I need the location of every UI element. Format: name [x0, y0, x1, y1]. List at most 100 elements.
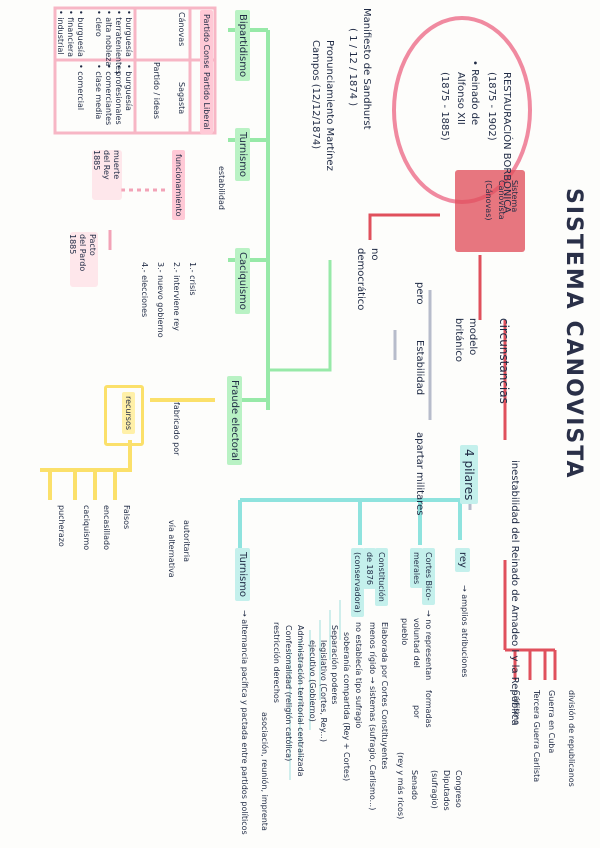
const-item-1: Elaborada por Cortes Constituyentes [380, 622, 389, 770]
pilares-label: 4 pilares [460, 445, 478, 505]
page-title: SISTEMA CANOVISTA [561, 188, 586, 480]
apartar-militares: apartar militares [414, 432, 425, 516]
caciquismo-green: Caciquismo [235, 248, 250, 314]
partido-ideas: Partido / ideas [152, 62, 161, 120]
democratico-label: democrático [355, 248, 366, 311]
congreso-label: Congreso [454, 770, 463, 808]
caciq-item-2: 2.- interviene rey [172, 262, 181, 331]
via-alternativa: vía alternativa [167, 520, 176, 578]
via-autoritaria: autoritaria [182, 520, 191, 562]
muerte-box [92, 150, 122, 200]
conservador-item-1: • burguesía [124, 10, 133, 57]
cortes-desc1: → no representan [424, 610, 433, 681]
constitucion-line2: de 1876 [363, 548, 376, 589]
pacto-line2: del Pardo [78, 234, 87, 272]
circ-item-2: división de republicanos [567, 690, 576, 787]
liberal2-item-4: • comercial [76, 64, 85, 111]
liberal-item-1: • burguesía [124, 64, 133, 111]
muerte-line3: 1885 [92, 150, 101, 171]
king-name: Alfonso XII [455, 72, 466, 125]
king-range: (1875 - 1885) [439, 72, 450, 141]
muerte-line2: del Rey [102, 150, 111, 180]
encasillado-label: encasillado [102, 505, 111, 551]
reign-label: • Reinado de [469, 60, 480, 126]
funcionamiento: funcionamiento [172, 150, 185, 221]
sistema-line1: Sistema [510, 180, 519, 213]
cortes-formadas: formadas [424, 690, 433, 728]
dobles-label: Falsos [122, 505, 131, 530]
const-item-8: Administración territorial centralizada [296, 625, 305, 777]
red-link-democratic [368, 213, 440, 240]
circ-item-3: Guerra en Cuba [547, 690, 556, 754]
liberal2-item-3: • industrial [56, 10, 65, 55]
modelo-line1: modelo [467, 318, 478, 356]
green-tree [228, 28, 270, 410]
pero-label: pero [414, 282, 425, 305]
const-item-10: restricción derechos [272, 622, 281, 703]
turnismo-green: Turnismo [235, 128, 250, 182]
const-item-6: legislativo (Cortes, Rey...) [319, 640, 328, 742]
fraude-label: Fraude electoral [227, 376, 242, 465]
modelo-line2: británico [453, 318, 464, 363]
sagasta-label: Sagasta [177, 82, 186, 115]
pacto-box [70, 232, 98, 287]
cortes-desc3: pueblo [400, 618, 409, 646]
fabricado-label: fabricado por [172, 402, 181, 456]
teal-fine-lines [289, 600, 341, 780]
circ-item-4: Tercera Guerra Carlista [532, 690, 541, 783]
const-item-9: Confesionalidad (religión católica) [284, 625, 293, 762]
restauracion-range: (1875 - 1902) [486, 72, 497, 141]
cortes-line1: Cortes Bico- [422, 548, 435, 605]
rey-label: rey [455, 548, 470, 572]
const-item-3: no establecía tipo sufragio [354, 622, 363, 729]
canovas-label: Cánovas [177, 12, 186, 47]
manifiesto-line1: Manifiesto de Sandhurst [361, 8, 372, 130]
turnismo-sub: estabilidad [217, 166, 226, 210]
circunstancias-label: circunstancias [497, 318, 511, 404]
yellow-branch [40, 398, 215, 500]
caciq-item-1: 1.- crisis [188, 262, 197, 296]
cortes-desc2: voluntad del [412, 618, 421, 668]
rey-desc: → amplios atribuciones [460, 585, 469, 678]
const-item-4: soberanía compartida (Rey + Cortes) [342, 632, 351, 782]
caciquismo-label: caciquismo [82, 505, 91, 551]
turnismo-teal: Turnismo [235, 548, 250, 602]
bipartidismo: Bipartidismo [235, 10, 250, 82]
liberal-item-3: • comerciantes [104, 64, 113, 126]
estabilidad-label: Estabilidad [414, 340, 425, 396]
pronunciamiento-line1: Pronunciamiento Martínez [324, 40, 335, 171]
caciq-item-4: 4.- elecciones [140, 262, 149, 318]
turnismo-desc: → alternancia pacífica y pactada entre p… [240, 610, 249, 835]
manifiesto-line2: ( 1 / 12 / 1874 ) [347, 28, 358, 107]
pacto-line3: 1885 [68, 234, 77, 255]
liberal-item-2: • profesionales [114, 64, 123, 125]
circ-item-1: inestabilidad del Reinado de Amadeo I y … [509, 460, 520, 726]
sufragio-label: (sufragio) [430, 770, 439, 809]
conservador-item-3: • alta nobleza [104, 10, 113, 67]
sistema-line2: Canovista [497, 180, 506, 220]
constitucion-line1: Constitución [375, 548, 388, 606]
cortes-por: por [412, 705, 421, 719]
teal-branch [238, 498, 465, 548]
muerte-line1: muerte [112, 150, 121, 180]
const-item-7: ejecutivo (Gobierno) [308, 640, 317, 722]
senado-desc: (rey y más ricos) [396, 752, 405, 820]
constitucion-line3: (conservadora) [351, 548, 364, 617]
pronunciamiento-line2: Campos (12/12/1874) [310, 40, 321, 150]
const-item-2: menos rígido → sistemas (sufragio, Carli… [368, 622, 377, 811]
sistema-line3: (Cánovas) [484, 180, 493, 221]
const-item-11: asociación, reunión, imprenta [260, 712, 269, 831]
conservador-item-4: • clero [94, 10, 103, 37]
no-label: no [369, 248, 380, 261]
pacto-line1: Pacto [88, 234, 97, 256]
liberal2-item-1: • burguesía [76, 10, 85, 57]
cortes-line2: merales [410, 548, 423, 589]
circ-item-5: Carlismo [512, 690, 521, 726]
caciq-item-3: 3.- nuevo gobierno [156, 262, 165, 338]
const-item-5: Separación poderes [330, 625, 339, 705]
partido-liberal: Partido Liberal [200, 68, 213, 134]
pucherazo-label: pucherazo [57, 505, 66, 547]
green-link-democratic [268, 260, 332, 372]
recursos-box [104, 385, 144, 446]
